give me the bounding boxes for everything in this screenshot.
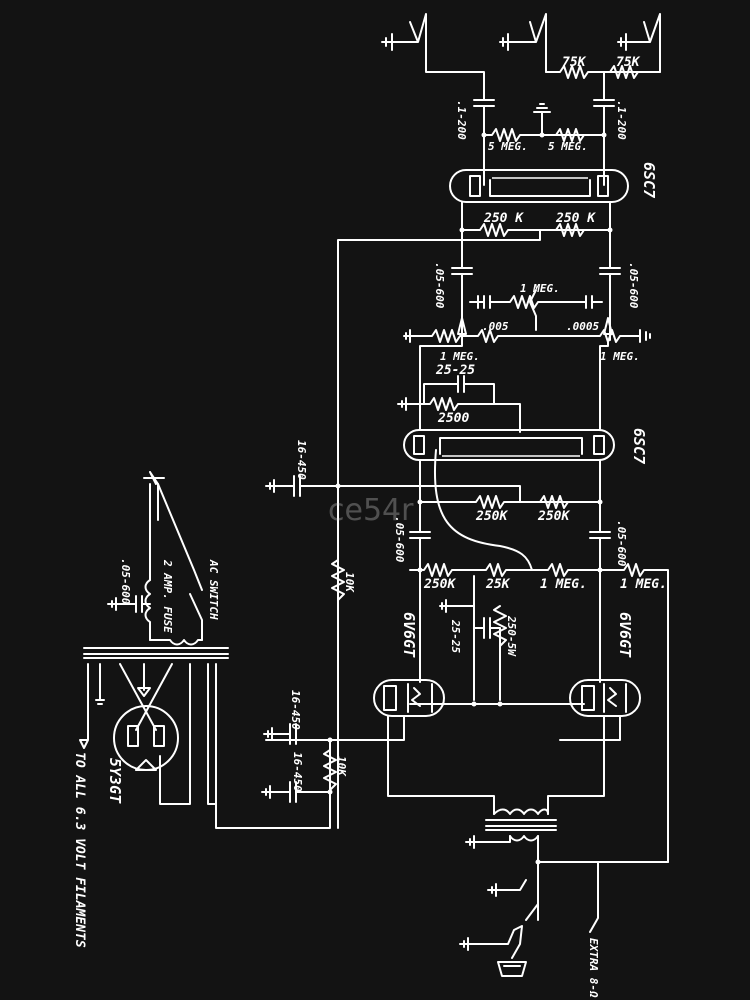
coupling2-right-label: .05-600 — [615, 520, 628, 567]
coupling-caps-mid: .05-600 .05-600 — [393, 501, 628, 571]
tube-6v6gt-right-label: 6V6GT — [616, 612, 634, 658]
mains-input: .05-600 2 AMP. FUSE AC SWITCH — [107, 471, 220, 641]
switch-label: AC SWITCH — [207, 559, 220, 620]
plate-resistors-mid: 16-450 250K 250K — [265, 440, 601, 524]
pi-1meg-b-label: 1 MEG. — [620, 577, 667, 592]
tube-6sc7-top-label: 6SC7 — [640, 162, 658, 198]
pi-1meg-a-label: 1 MEG. — [540, 577, 587, 592]
cathode-network: 25-25 2500 — [397, 363, 521, 433]
input-mixing-resistors: 75K 75K — [545, 55, 661, 79]
filter-mid-label: 16-450 — [289, 690, 302, 730]
speaker-jacks: EXTRA 8-Ω SPKR — [459, 861, 600, 1000]
output-plate-leads — [265, 715, 621, 815]
plate2-right-label: 250K — [537, 509, 570, 524]
filter-top-label: 16-450 — [295, 440, 308, 480]
cathode-res-label: 2500 — [437, 411, 469, 426]
tone-cap-left-label: .005 — [482, 320, 509, 333]
coupling-caps-top: .05-600 .05-600 — [433, 229, 640, 341]
plate-right-label: 250 K — [555, 211, 596, 226]
drop-bot-label: 10K — [335, 756, 348, 777]
coupling-left-label: .05-600 — [433, 262, 446, 309]
cap-in-right-label: .1-200 — [615, 100, 628, 140]
watermark: ce54r — [328, 493, 414, 528]
volume-controls: 1 MEG. 1 MEG. — [403, 317, 651, 431]
filter-network: 10K 16-450 10K 16-450 — [215, 559, 356, 829]
input-jacks — [381, 13, 661, 73]
tone-control: 1 MEG. .005 .0005 — [469, 282, 603, 333]
tone-pot-label: 1 MEG. — [520, 282, 560, 295]
pi-250k-label: 250K — [423, 577, 456, 592]
output-transformer — [465, 808, 669, 933]
phase-inverter-link — [434, 449, 533, 571]
out-res-label: 250-5W — [505, 615, 518, 657]
vol-left-label: 1 MEG. — [440, 350, 480, 363]
rectifier-label: 5Y3GT — [106, 758, 124, 804]
drop-top-label: 10K — [343, 572, 356, 593]
res-75k-a-label: 75K — [562, 55, 587, 70]
out-cap-label: 25-25 — [449, 619, 462, 653]
grid-resistors: 5 MEG. 5 MEG. — [483, 103, 605, 153]
grid-right-label: 5 MEG. — [548, 140, 588, 153]
junction-dots — [327, 132, 613, 865]
coupling-right-label: .05-600 — [627, 262, 640, 309]
line-cap-label: .05-600 — [119, 558, 132, 605]
coupling2-left-label: .05-600 — [393, 516, 406, 563]
grid-left-label: 5 MEG. — [488, 140, 528, 153]
output-cathode-network: 25-25 250-5W — [409, 575, 585, 705]
pi-25k-label: 25K — [485, 577, 511, 592]
tube-6sc7-mid-label: 6SC7 — [630, 428, 648, 464]
tube-6v6gt-left: 6V6GT — [373, 569, 445, 717]
filter-bot-label: 16-450 — [291, 752, 304, 792]
tube-6v6gt-left-label: 6V6GT — [400, 612, 418, 658]
res-75k-b-label: 75K — [616, 55, 641, 70]
filaments-label: TO ALL 6.3 VOLT FILAMENTS — [72, 752, 87, 948]
tube-6v6gt-right: 6V6GT — [569, 569, 641, 717]
tube-6sc7-top: 6SC7 — [449, 162, 658, 203]
phase-inverter-resistors: 250K 25K 1 MEG. 1 MEG. — [409, 563, 669, 863]
vol-right-label: 1 MEG. — [600, 350, 640, 363]
fuse-label: 2 AMP. FUSE — [161, 559, 174, 633]
tone-cap-right-label: .0005 — [566, 320, 599, 333]
input-coupling-caps: .1-200 .1-200 — [425, 67, 628, 186]
extra-speaker-label: EXTRA 8-Ω SPKR — [587, 938, 600, 1000]
tube-6sc7-mid: 6SC7 — [403, 428, 648, 464]
power-transformer: 5Y3GT TO ALL 6.3 VOLT FILAMENTS — [72, 639, 229, 948]
cathode-cap-label: 25-25 — [435, 363, 475, 378]
plate-resistors-top: 250 K 250 K — [337, 201, 611, 829]
cap-in-left-label: .1-200 — [455, 100, 468, 140]
plate-left-label: 250 K — [483, 211, 524, 226]
plate2-left-label: 250K — [475, 509, 508, 524]
